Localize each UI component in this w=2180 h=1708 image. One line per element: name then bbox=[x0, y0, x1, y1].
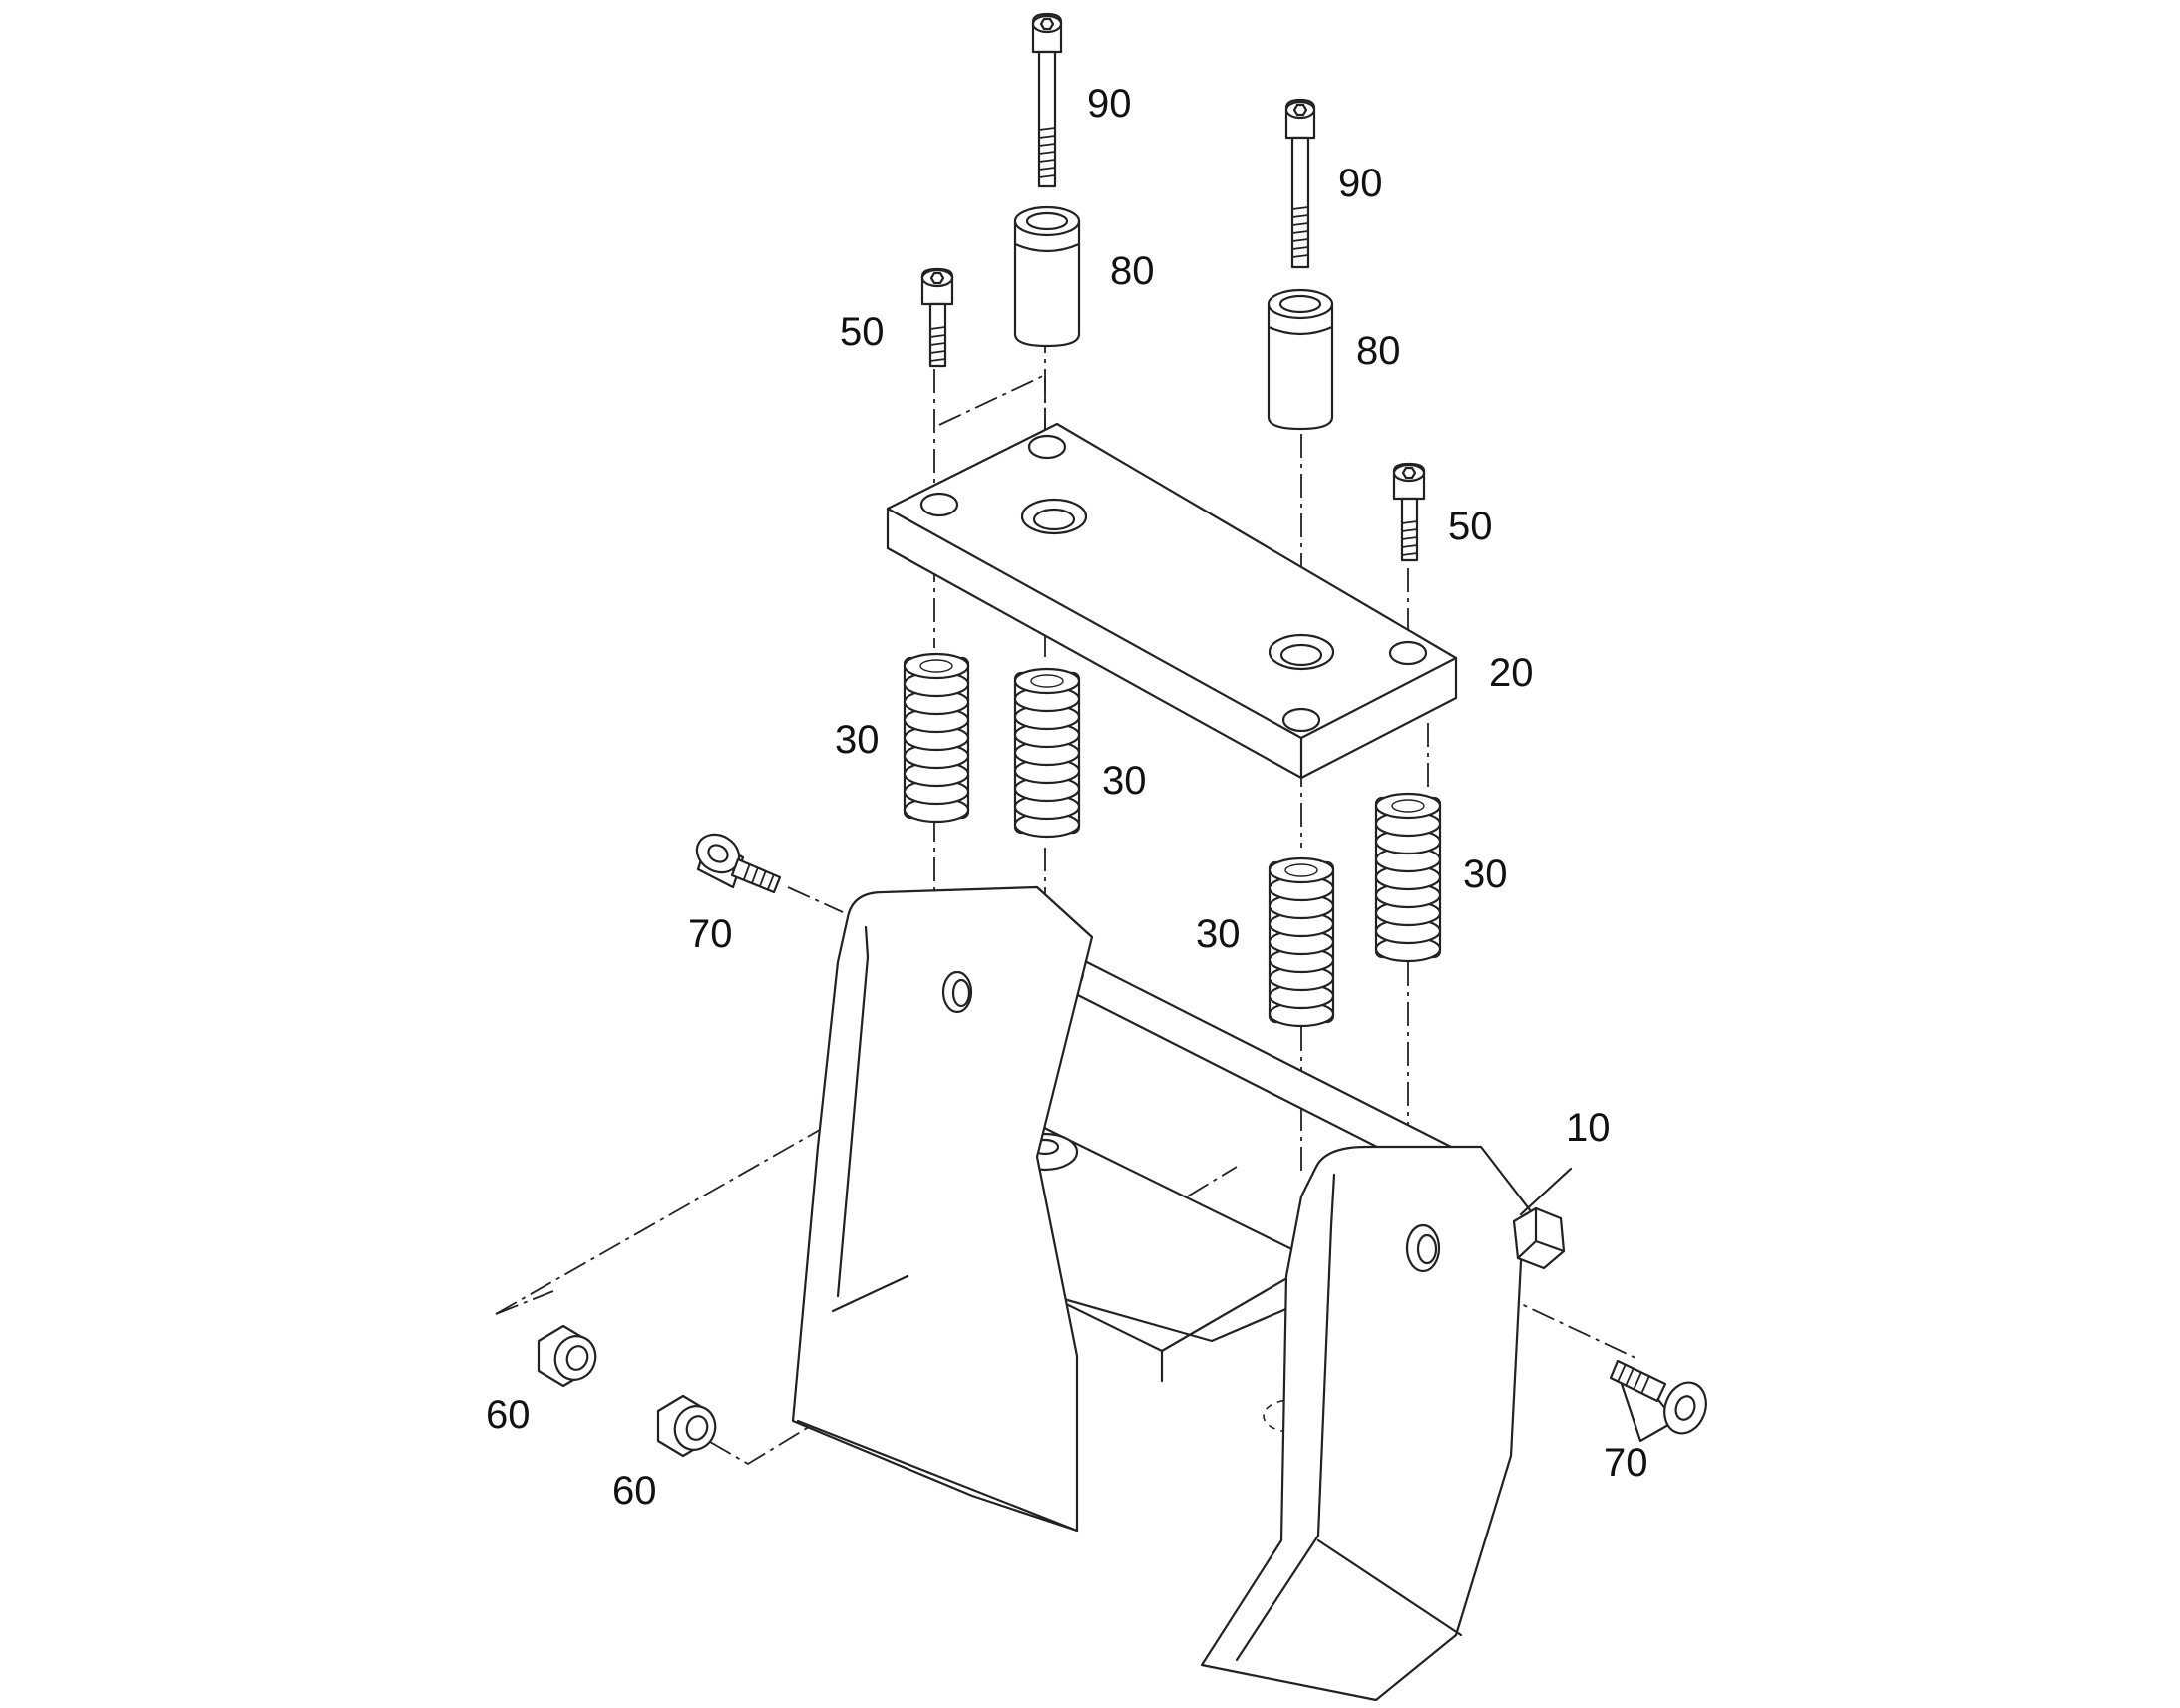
callout-30-a: 30 bbox=[835, 718, 880, 762]
socket-screw-70-b bbox=[1609, 1359, 1707, 1443]
nut-60-b bbox=[656, 1394, 717, 1458]
spacer-sleeve-80-b bbox=[1267, 288, 1334, 431]
callout-60-a: 60 bbox=[486, 1393, 531, 1437]
spring-30-c bbox=[1268, 856, 1335, 1028]
callout-60-b: 60 bbox=[612, 1469, 657, 1513]
socket-screw-50-b bbox=[1392, 462, 1426, 562]
socket-screw-50-a bbox=[920, 267, 954, 368]
callout-10: 10 bbox=[1566, 1106, 1611, 1150]
callout-70-a: 70 bbox=[688, 912, 733, 956]
callout-20: 20 bbox=[1489, 651, 1534, 695]
callout-30-b: 30 bbox=[1102, 759, 1147, 803]
spring-30-d bbox=[1374, 792, 1442, 963]
top-plate-20 bbox=[886, 422, 1458, 780]
socket-screw-70-a bbox=[695, 833, 782, 894]
callout-70-b: 70 bbox=[1604, 1441, 1648, 1485]
spring-30-a bbox=[903, 652, 970, 824]
spring-30-b bbox=[1013, 667, 1081, 839]
callout-80-a: 80 bbox=[1110, 249, 1155, 293]
callout-50-b: 50 bbox=[1448, 505, 1493, 548]
callout-90-a: 90 bbox=[1087, 82, 1132, 126]
socket-screw-90-b bbox=[1284, 98, 1316, 269]
spacer-sleeve-80-a bbox=[1013, 205, 1081, 348]
callout-90-b: 90 bbox=[1338, 162, 1383, 205]
callout-30-c: 30 bbox=[1463, 853, 1508, 896]
socket-screw-90-a bbox=[1031, 12, 1063, 188]
base-bracket-10 bbox=[791, 885, 1566, 1702]
nut-60-a bbox=[537, 1324, 597, 1388]
callout-50-a: 50 bbox=[840, 310, 885, 354]
leader-line-10 bbox=[1519, 1167, 1573, 1216]
callout-80-b: 80 bbox=[1356, 329, 1401, 373]
callout-30-d: 30 bbox=[1196, 912, 1241, 956]
